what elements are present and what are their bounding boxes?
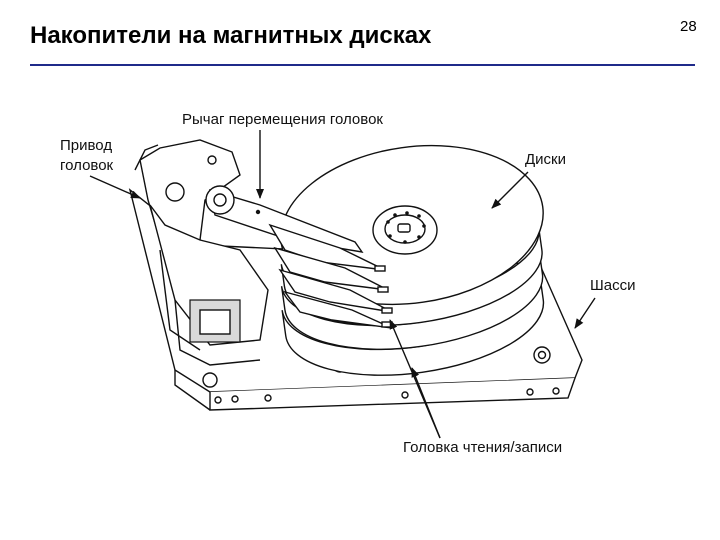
head-arms [205,185,393,329]
label-disks: Диски [525,151,566,168]
slide-title: Накопители на магнитных дисках [30,22,432,49]
page-number: 28 [680,18,697,35]
title-underline [30,64,695,66]
arrow-disks [491,171,529,209]
label-chassis: Шасси [590,277,635,294]
label-read-write-head: Головка чтения/записи [403,439,562,456]
arrow-chassis [574,297,596,329]
label-head-actuator-line1: Привод [60,137,112,154]
arrow-head-actuator [89,175,141,199]
label-head-actuator-line2: головок [60,157,114,174]
head-actuator [134,139,269,366]
label-head-arm: Рычаг перемещения головок [182,111,383,128]
arrow-read-write-head-2 [389,319,441,439]
